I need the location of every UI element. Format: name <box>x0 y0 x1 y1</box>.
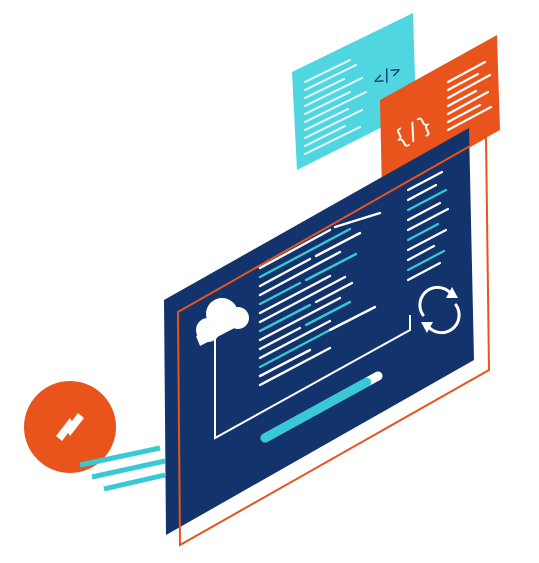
compass-badge <box>24 381 166 492</box>
speed-stripes <box>79 445 166 492</box>
main-screen <box>164 128 491 547</box>
progress-bar <box>260 371 383 443</box>
pipeline-connector <box>214 315 411 440</box>
cyan-code-panel: </> <box>292 13 416 170</box>
orange-code-panel: {/} <box>380 35 500 195</box>
compass-icon <box>56 413 84 441</box>
code-block-main <box>258 211 382 387</box>
sync-icon <box>418 285 461 335</box>
code-column-right <box>406 170 450 282</box>
progress-fill <box>260 377 372 443</box>
cloud-icon <box>196 298 249 346</box>
